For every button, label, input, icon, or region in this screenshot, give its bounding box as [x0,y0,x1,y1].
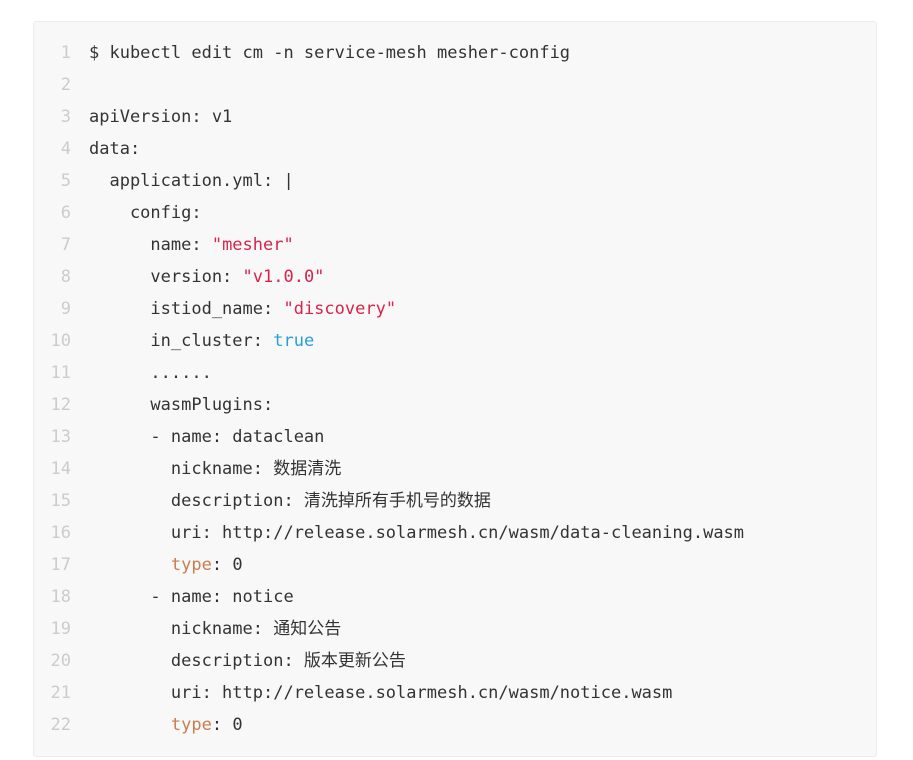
code-token-plain [89,715,171,735]
code-text: wasmPlugins: [71,395,273,415]
code-token-keyword: type [170,555,212,575]
line-number: 2 [60,75,71,95]
code-line: 2 [34,69,876,101]
code-text: in_cluster: true [71,331,314,351]
code-token-plain: ...... [89,363,212,383]
code-text: nickname: 数据清洗 [71,459,341,479]
code-text: uri: http://release.solarmesh.cn/wasm/no… [71,683,673,703]
line-number: 15 [50,491,71,511]
code-line: 15 description: 清洗掉所有手机号的数据 [34,485,876,517]
code-token-plain: application.yml: | [89,171,294,191]
code-token-plain: uri: http://release.solarmesh.cn/wasm/da… [89,523,745,543]
code-text: application.yml: | [71,171,294,191]
code-token-plain: nickname: 通知公告 [89,619,342,639]
code-token-plain: version: [89,267,243,287]
code-token-plain: - name: notice [89,587,294,607]
code-text: $ kubectl edit cm -n service-mesh mesher… [71,43,570,63]
code-line: 22 type: 0 [34,709,876,741]
code-line: 5 application.yml: | [34,165,876,197]
line-number: 9 [60,299,71,319]
code-token-plain: istiod_name: [89,299,284,319]
code-text [71,75,89,95]
code-line: 1 $ kubectl edit cm -n service-mesh meshe… [34,37,876,69]
code-line: 21 uri: http://release.solarmesh.cn/wasm… [34,677,876,709]
code-text: nickname: 通知公告 [71,619,341,639]
code-line: 12 wasmPlugins: [34,389,876,421]
code-text: description: 清洗掉所有手机号的数据 [71,491,491,511]
code-text: uri: http://release.solarmesh.cn/wasm/da… [71,523,744,543]
code-token-plain: nickname: 数据清洗 [89,459,342,479]
code-line: 4 data: [34,133,876,165]
code-line: 13 - name: dataclean [34,421,876,453]
code-token-plain: apiVersion: v1 [89,107,233,127]
code-text: ...... [71,363,212,383]
code-token-string: "v1.0.0" [242,267,325,287]
code-token-plain: $ kubectl edit cm -n service-mesh mesher… [89,43,571,63]
line-number: 20 [50,651,71,671]
line-number: 5 [60,171,71,191]
code-token-plain: data: [89,139,141,159]
code-token-plain: description: 版本更新公告 [89,651,406,671]
code-token-keyword: type [170,715,212,735]
code-token-plain: uri: http://release.solarmesh.cn/wasm/no… [89,683,673,703]
code-line: 16 uri: http://release.solarmesh.cn/wasm… [34,517,876,549]
code-block: 1 $ kubectl edit cm -n service-mesh meshe… [33,21,877,757]
code-token-plain: wasmPlugins: [89,395,274,415]
code-text: type: 0 [71,715,243,735]
code-lines: 1 $ kubectl edit cm -n service-mesh meshe… [34,37,876,741]
code-text: type: 0 [71,555,243,575]
code-token-plain: : 0 [211,715,243,735]
code-line: 17 type: 0 [34,549,876,581]
code-text: config: [71,203,202,223]
code-text: data: [71,139,140,159]
code-line: 18 - name: notice [34,581,876,613]
line-number: 8 [60,267,71,287]
line-number: 10 [50,331,71,351]
code-token-plain: config: [89,203,202,223]
code-text: description: 版本更新公告 [71,651,406,671]
code-token-plain: description: 清洗掉所有手机号的数据 [89,491,491,511]
code-line: 3 apiVersion: v1 [34,101,876,133]
code-token-plain: - name: dataclean [89,427,325,447]
code-line: 14 nickname: 数据清洗 [34,453,876,485]
line-number: 13 [50,427,71,447]
line-number: 7 [60,235,71,255]
code-token-plain: in_cluster: [89,331,274,351]
code-line: 19 nickname: 通知公告 [34,613,876,645]
line-number: 1 [60,43,71,63]
line-number: 6 [60,203,71,223]
code-text: name: "mesher" [71,235,294,255]
line-number: 14 [50,459,71,479]
code-text: istiod_name: "discovery" [71,299,396,319]
code-text: version: "v1.0.0" [71,267,324,287]
code-line: 7 name: "mesher" [34,229,876,261]
code-line: 11 ...... [34,357,876,389]
line-number: 16 [50,523,71,543]
code-token-string: "discovery" [283,299,397,319]
code-line: 10 in_cluster: true [34,325,876,357]
code-token-string: "mesher" [211,235,294,255]
line-number: 11 [50,363,71,383]
code-line: 20 description: 版本更新公告 [34,645,876,677]
code-token-plain: name: [89,235,212,255]
line-number: 18 [50,587,71,607]
code-token-boolean: true [273,331,315,351]
line-number: 21 [50,683,71,703]
line-number: 12 [50,395,71,415]
code-text: - name: notice [71,587,294,607]
line-number: 19 [50,619,71,639]
code-token-plain [89,555,171,575]
code-line: 8 version: "v1.0.0" [34,261,876,293]
line-number: 22 [50,715,71,735]
line-number: 17 [50,555,71,575]
code-text: apiVersion: v1 [71,107,232,127]
code-line: 6 config: [34,197,876,229]
line-number: 4 [60,139,71,159]
line-number: 3 [60,107,71,127]
code-text: - name: dataclean [71,427,324,447]
code-line: 9 istiod_name: "discovery" [34,293,876,325]
code-token-plain: : 0 [211,555,243,575]
